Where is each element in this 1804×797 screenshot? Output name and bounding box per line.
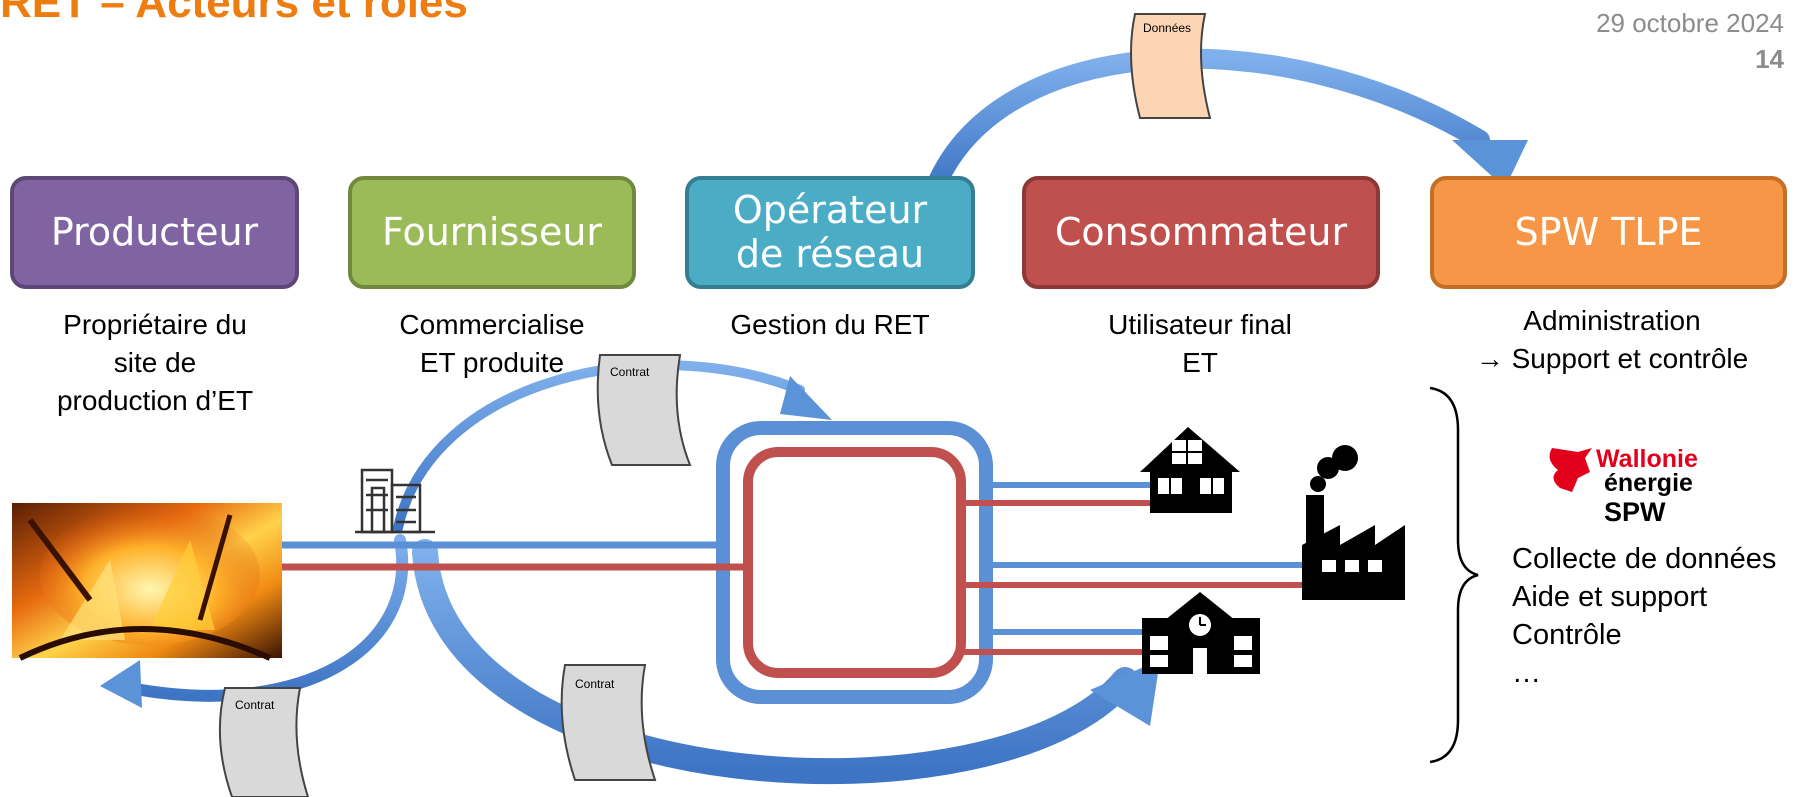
spw-task-item: Aide et support	[1512, 581, 1708, 613]
logo-line-3: SPW	[1604, 497, 1666, 527]
actor-spw-tlpe-label: SPW TLPE	[1514, 209, 1703, 254]
contract-arrow-supplier-operator	[393, 360, 832, 533]
desc-producteur-line-1: Propriétaire du	[63, 309, 247, 340]
logo-line-2: énergie	[1604, 469, 1693, 497]
desc-producteur-line-3: production d’ET	[56, 385, 254, 416]
actor-producteur-label: Producteur	[50, 209, 259, 254]
house-icon	[1140, 427, 1240, 513]
factory-icon	[1302, 445, 1405, 600]
actor-spw-tlpe: SPW TLPE	[1430, 176, 1787, 289]
fire-image	[12, 503, 282, 661]
contract-document-1-label: Contrat	[610, 365, 650, 379]
logo-line-1: Wallonie	[1596, 445, 1698, 473]
spw-task-item: …	[1512, 657, 1541, 689]
spw-task-item: Contrôle	[1512, 619, 1622, 651]
desc-consommateur-line-2: ET	[1182, 347, 1218, 378]
actor-operateur-line-1: Opérateur	[732, 187, 928, 232]
desc-fournisseur-line-1: Commercialise	[399, 309, 585, 340]
contract-document-2: Contrat	[560, 664, 657, 781]
actor-consommateur-label: Consommateur	[1054, 209, 1348, 254]
desc-consommateur: Utilisateur final ET	[1060, 306, 1340, 382]
office-building-icon	[355, 468, 435, 534]
desc-spw-line-2: → Support et contrôle	[1475, 343, 1749, 374]
contract-document-2-label: Contrat	[575, 677, 615, 691]
desc-fournisseur-line-2: ET produite	[419, 347, 565, 378]
curly-brace	[1429, 386, 1479, 764]
actor-fournisseur: Fournisseur	[348, 176, 636, 289]
spw-task-item: Collecte de données	[1512, 543, 1777, 575]
contract-document-1: Contrat	[596, 354, 692, 466]
desc-operateur-line-1: Gestion du RET	[730, 309, 930, 340]
contract-arrow-supplier-producer	[100, 534, 408, 708]
desc-consommateur-line-1: Utilisateur final	[1108, 309, 1292, 340]
contract-document-3-label: Contrat	[235, 698, 275, 712]
branch-pipes	[961, 482, 1310, 655]
heat-network-loop	[716, 421, 993, 704]
desc-producteur-line-2: site de	[113, 347, 197, 378]
slide-title: RET – Acteurs et rôles	[0, 0, 468, 27]
actor-consommateur: Consommateur	[1022, 176, 1380, 289]
actor-producteur: Producteur	[10, 176, 299, 289]
actor-fournisseur-label: Fournisseur	[381, 209, 603, 254]
data-document: Données	[1130, 13, 1212, 119]
desc-spw-line-1: Administration	[1523, 305, 1701, 336]
spw-task-list: Collecte de données Aide et support Cont…	[1512, 540, 1776, 692]
contract-arrow-supplier-consumer	[412, 539, 1160, 785]
desc-fournisseur: Commercialise ET produite	[352, 306, 632, 382]
slide-date: 29 octobre 2024	[1596, 8, 1784, 38]
actor-operateur-label: Opérateur de réseau	[732, 187, 928, 276]
data-document-label: Données	[1143, 21, 1191, 35]
desc-producteur: Propriétaire du site de production d’ET	[20, 306, 290, 420]
walloon-rooster-logo: Wallonie énergie SPW	[1549, 445, 1698, 527]
contract-document-3: Contrat	[218, 687, 310, 797]
data-arrow	[925, 48, 1528, 198]
actor-operateur-line-2: de réseau	[735, 231, 925, 276]
slide-page-number: 14	[1755, 44, 1784, 74]
desc-operateur: Gestion du RET	[680, 306, 980, 344]
desc-spw-tlpe: Administration → Support et contrôle	[1462, 302, 1762, 378]
actor-operateur: Opérateur de réseau	[685, 176, 975, 289]
main-pipes	[280, 541, 750, 571]
school-icon	[1142, 592, 1260, 674]
